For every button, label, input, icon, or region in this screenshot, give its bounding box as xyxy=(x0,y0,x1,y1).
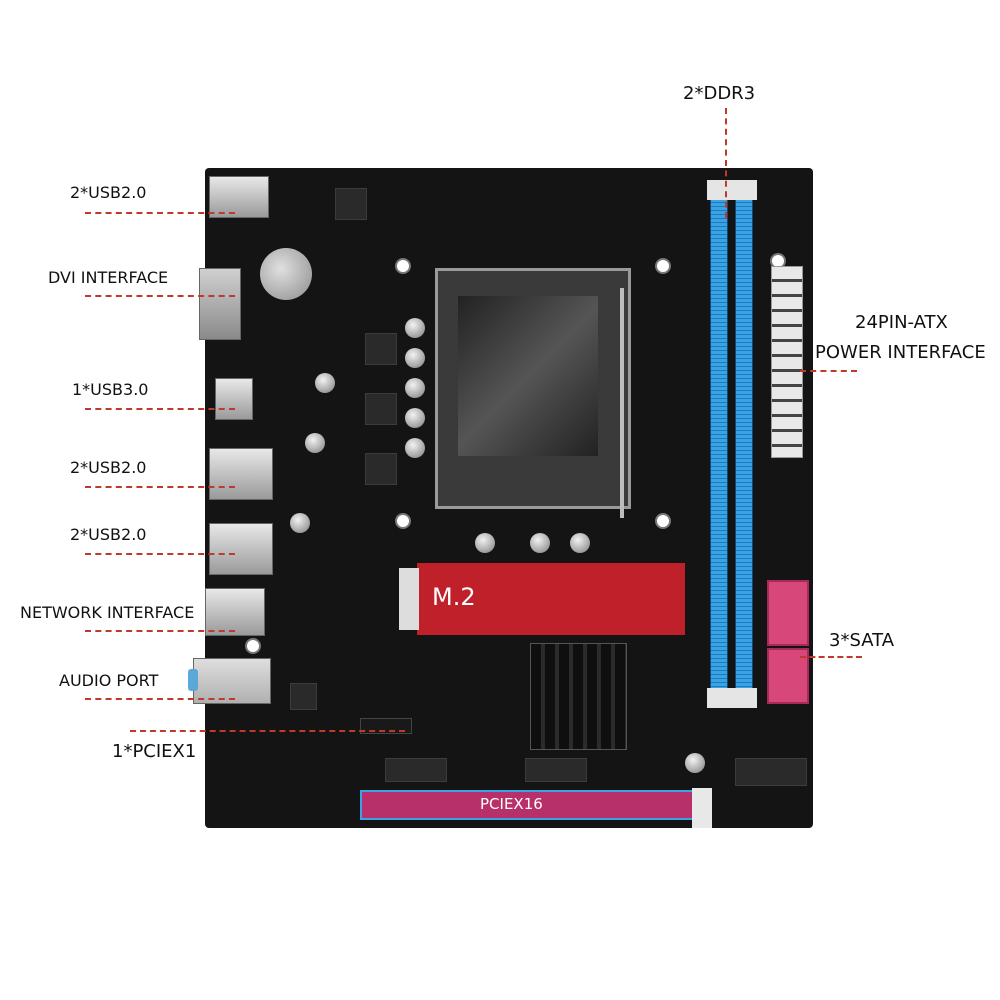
sata-port-2 xyxy=(767,648,809,704)
usb30-label: 1*USB3.0 xyxy=(72,380,149,399)
ddr3-slot-2 xyxy=(735,198,753,700)
cpu-power-connector xyxy=(335,188,367,220)
atx-label-line1: 24PIN-ATX xyxy=(855,312,948,333)
pciex1-label: 1*PCIEX1 xyxy=(112,741,197,762)
capacitor xyxy=(405,408,425,428)
usb20-low-label: 2*USB2.0 xyxy=(70,525,147,544)
m2-connector xyxy=(399,568,419,630)
choke xyxy=(365,333,397,365)
capacitor xyxy=(405,378,425,398)
capacitor xyxy=(405,348,425,368)
usb20-top-port xyxy=(209,176,269,218)
usb20-mid-port xyxy=(209,448,273,500)
chipset-heatsink xyxy=(530,643,627,750)
usb30-leader xyxy=(85,408,235,410)
audio-leader xyxy=(85,698,235,700)
usb20-mid-leader xyxy=(85,486,235,488)
dvi-port xyxy=(199,268,241,340)
cpu-socket xyxy=(435,268,631,509)
capacitor xyxy=(570,533,590,553)
dvi-interface-label: DVI INTERFACE xyxy=(48,268,169,287)
capacitor xyxy=(475,533,495,553)
capacitor xyxy=(405,318,425,338)
ddr3-label: 2*DDR3 xyxy=(683,83,756,104)
mounting-hole xyxy=(395,513,411,529)
pciex16-latch xyxy=(692,788,712,828)
pin-header xyxy=(525,758,587,782)
pciex16-label: PCIEX16 xyxy=(480,795,543,813)
choke xyxy=(365,453,397,485)
ddr3-leader xyxy=(725,108,727,218)
atx-leader xyxy=(800,370,857,372)
m2-label: M.2 xyxy=(432,583,476,611)
cmos-battery xyxy=(260,248,312,300)
usb20-top-label: 2*USB2.0 xyxy=(70,183,147,202)
atx-label-line2: POWER INTERFACE xyxy=(815,342,986,363)
usb20-mid-label: 2*USB2.0 xyxy=(70,458,147,477)
audio-port-label: AUDIO PORT xyxy=(59,671,159,690)
socket-lever xyxy=(620,288,624,518)
dimm-latch-top xyxy=(707,180,757,200)
mounting-hole xyxy=(655,258,671,274)
pin-header xyxy=(290,683,317,710)
capacitor xyxy=(685,753,705,773)
usb30-port xyxy=(215,378,253,420)
pin-header xyxy=(385,758,447,782)
front-panel-header xyxy=(735,758,807,786)
sata-leader xyxy=(800,656,862,658)
capacitor xyxy=(530,533,550,553)
choke xyxy=(365,393,397,425)
sata-label: 3*SATA xyxy=(829,630,895,651)
m2-slot: M.2 xyxy=(417,563,685,635)
pciex1-leader xyxy=(130,730,405,732)
mounting-hole xyxy=(655,513,671,529)
capacitor xyxy=(290,513,310,533)
pciex16-slot: PCIEX16 xyxy=(360,790,694,820)
mounting-hole xyxy=(245,638,261,654)
atx-24pin-connector xyxy=(771,266,803,458)
usb20-top-leader xyxy=(85,212,235,214)
sata-port-1 xyxy=(767,580,809,646)
mounting-hole xyxy=(395,258,411,274)
network-interface-label: NETWORK INTERFACE xyxy=(20,603,195,622)
capacitor xyxy=(405,438,425,458)
dvi-leader xyxy=(85,295,235,297)
usb20-low-leader xyxy=(85,553,235,555)
capacitor xyxy=(315,373,335,393)
usb20-low-port xyxy=(209,523,273,575)
capacitor xyxy=(305,433,325,453)
network-leader xyxy=(85,630,235,632)
dimm-latch-bottom xyxy=(707,688,757,708)
motherboard-pcb: M.2 PCIEX16 xyxy=(188,168,813,828)
audio-port-jack xyxy=(188,658,271,704)
ddr3-slot-1 xyxy=(710,198,728,700)
network-port xyxy=(205,588,265,636)
